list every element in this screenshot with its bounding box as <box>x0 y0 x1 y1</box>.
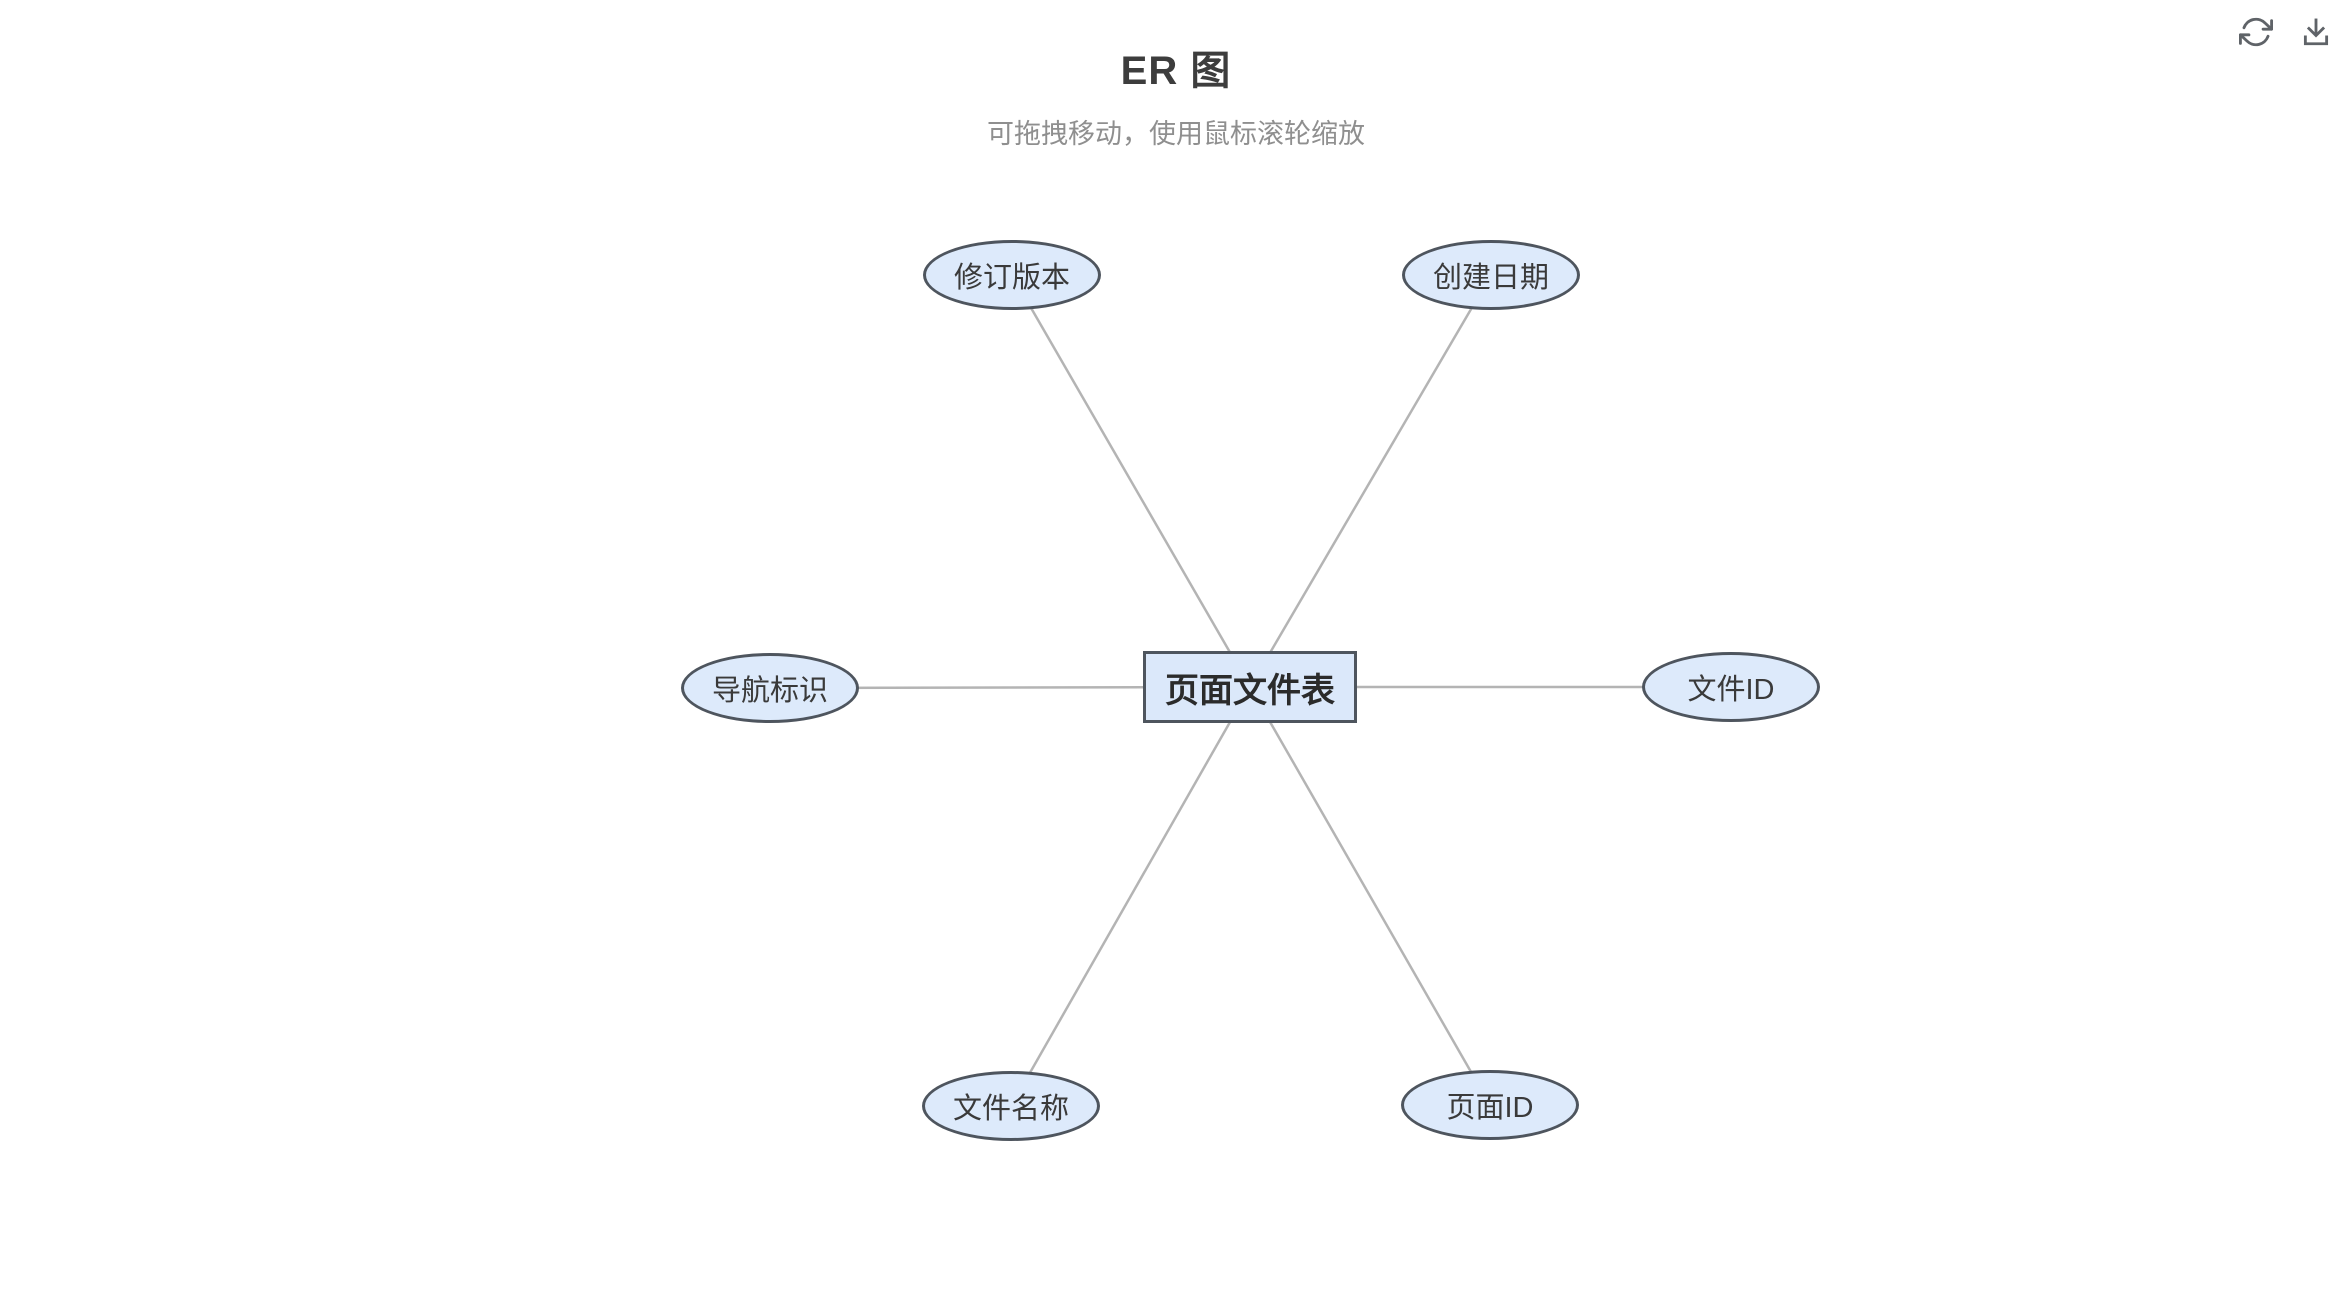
attribute-node-revision[interactable]: 修订版本 <box>923 240 1101 310</box>
entity-node-page-file-table[interactable]: 页面文件表 <box>1143 651 1357 723</box>
attribute-label: 文件名称 <box>952 1093 1069 1125</box>
refresh-button[interactable] <box>2234 10 2278 54</box>
attribute-node-nav-id[interactable]: 导航标识 <box>681 653 859 723</box>
attribute-node-file-name[interactable]: 文件名称 <box>922 1071 1100 1141</box>
diagram-edge <box>1248 686 1492 1106</box>
diagram-edge <box>1248 274 1493 688</box>
diagram-toolbar <box>2234 10 2338 54</box>
diagram-edge <box>1009 686 1252 1107</box>
refresh-icon <box>2239 17 2273 47</box>
download-icon <box>2303 18 2329 46</box>
download-button[interactable] <box>2294 10 2338 54</box>
attribute-label: 创建日期 <box>1432 262 1549 294</box>
attribute-node-page-id[interactable]: 页面ID <box>1401 1070 1579 1140</box>
attribute-label: 页面ID <box>1446 1092 1534 1124</box>
attribute-label: 文件ID <box>1687 674 1775 706</box>
attribute-node-create-date[interactable]: 创建日期 <box>1402 240 1580 310</box>
entity-label: 页面文件表 <box>1165 671 1335 710</box>
attribute-label: 修订版本 <box>953 262 1070 294</box>
attribute-label: 导航标识 <box>711 675 828 707</box>
attribute-node-file-id[interactable]: 文件ID <box>1642 652 1820 722</box>
diagram-edge <box>1010 274 1252 688</box>
